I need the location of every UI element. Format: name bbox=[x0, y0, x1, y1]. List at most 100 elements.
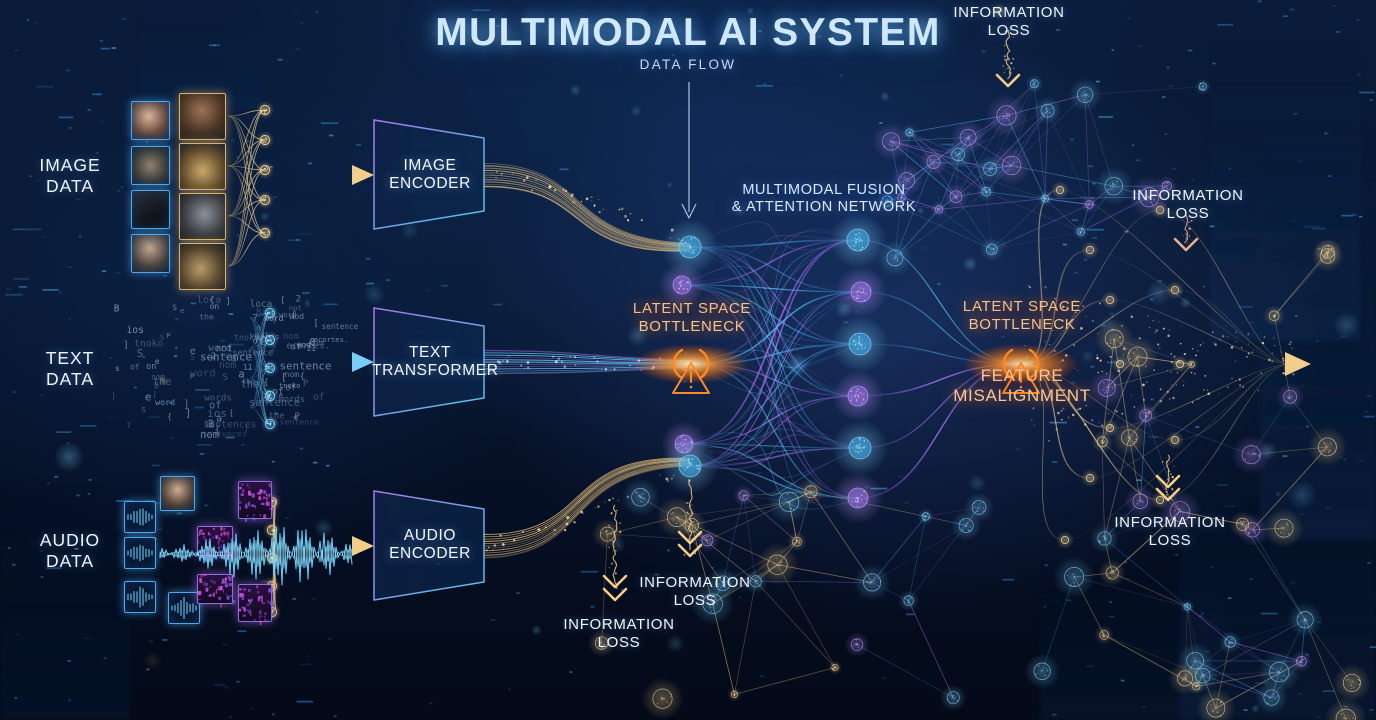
svg-text:loca: loca bbox=[197, 295, 221, 306]
svg-text:[: [ bbox=[313, 319, 318, 329]
svg-text:nom: nom bbox=[219, 360, 237, 371]
svg-text:[: [ bbox=[280, 295, 285, 304]
warning-triangle-icon-left bbox=[672, 362, 710, 394]
svg-text:0: 0 bbox=[154, 381, 159, 391]
svg-text:the: the bbox=[269, 411, 285, 421]
svg-text:0: 0 bbox=[310, 337, 316, 348]
image-thumb-encoded bbox=[179, 193, 226, 240]
svg-text:0: 0 bbox=[266, 390, 271, 400]
svg-text:{: { bbox=[209, 294, 214, 304]
svg-text:of: of bbox=[290, 342, 301, 353]
svg-text:B: B bbox=[208, 418, 215, 431]
svg-text:nom: nom bbox=[285, 370, 300, 379]
svg-text:[: [ bbox=[229, 407, 234, 417]
svg-text:e: e bbox=[293, 412, 298, 422]
svg-text:]: ] bbox=[185, 408, 191, 419]
svg-text:ios: ios bbox=[127, 325, 144, 336]
svg-text:wod: wod bbox=[297, 341, 311, 350]
svg-text:ecortes.: ecortes. bbox=[286, 341, 330, 351]
svg-text:{: { bbox=[259, 335, 265, 346]
svg-text:nom: nom bbox=[200, 429, 219, 441]
svg-text:on: on bbox=[146, 362, 156, 372]
svg-text:ecortes.: ecortes. bbox=[314, 335, 349, 344]
svg-text:11: 11 bbox=[306, 343, 316, 353]
svg-text:the: the bbox=[153, 376, 172, 388]
svg-text:of: of bbox=[253, 336, 263, 346]
svg-text:0: 0 bbox=[256, 323, 260, 332]
image-thumb bbox=[131, 190, 170, 229]
svg-text:ios: ios bbox=[207, 407, 227, 420]
svg-text:sentence: sentence bbox=[232, 348, 273, 358]
svg-text:tnoko: tnoko bbox=[279, 381, 300, 390]
svg-text:e: e bbox=[279, 391, 284, 400]
svg-text:B: B bbox=[256, 308, 261, 318]
svg-text:of: of bbox=[130, 362, 139, 371]
svg-text:tnoko: tnoko bbox=[134, 339, 163, 350]
output-arrow bbox=[1180, 352, 1311, 376]
audio-portrait-thumb bbox=[160, 476, 195, 511]
image-thumb-encoded bbox=[179, 143, 226, 190]
warning-triangle-icon-right bbox=[1002, 362, 1040, 394]
svg-text:of: of bbox=[272, 386, 284, 397]
svg-text:e: e bbox=[145, 391, 152, 404]
svg-text:s: s bbox=[115, 364, 120, 373]
svg-text:word: word bbox=[155, 397, 175, 407]
svg-text:0: 0 bbox=[272, 418, 277, 427]
svg-text:the: the bbox=[242, 377, 255, 385]
svg-text:loca: loca bbox=[250, 299, 272, 310]
svg-text:words: words bbox=[278, 395, 304, 405]
svg-text:{: { bbox=[291, 309, 296, 319]
svg-text:the: the bbox=[312, 338, 325, 347]
svg-text:word: word bbox=[208, 343, 231, 354]
svg-text:words: words bbox=[255, 331, 280, 341]
svg-text:{: { bbox=[300, 372, 305, 381]
svg-text:}: } bbox=[111, 391, 117, 402]
svg-text:{: { bbox=[264, 377, 269, 387]
svg-text:sentence: sentence bbox=[200, 350, 252, 363]
svg-text:S: S bbox=[141, 405, 145, 414]
image-thumb bbox=[131, 101, 170, 140]
svg-text:a: a bbox=[230, 351, 236, 364]
svg-text:P: P bbox=[294, 411, 300, 422]
svg-text:e: e bbox=[180, 306, 185, 315]
svg-text:not: not bbox=[216, 343, 233, 354]
data-flow-arrow bbox=[681, 82, 697, 219]
svg-text:tnoko: tnoko bbox=[234, 333, 259, 343]
svg-text:7: 7 bbox=[127, 421, 131, 430]
svg-text:2: 2 bbox=[211, 352, 216, 362]
svg-text:0: 0 bbox=[305, 299, 310, 308]
svg-text:word: word bbox=[264, 314, 283, 323]
svg-text:}: } bbox=[272, 314, 277, 324]
pinch-icon-right bbox=[1002, 348, 1040, 380]
svg-text:wod: wod bbox=[289, 311, 304, 321]
svg-text:on: on bbox=[224, 350, 233, 359]
svg-text:S: S bbox=[137, 347, 144, 360]
svg-text:]: ] bbox=[152, 390, 156, 399]
audio-waveform-icon bbox=[124, 537, 156, 569]
svg-text:{: { bbox=[214, 424, 220, 436]
pinch-icon-left bbox=[672, 348, 710, 380]
svg-text:sentences: sentences bbox=[203, 419, 256, 430]
svg-text:11: 11 bbox=[204, 419, 214, 428]
svg-text:2: 2 bbox=[295, 294, 300, 304]
image-thumb bbox=[131, 146, 170, 185]
svg-text:sentence: sentence bbox=[280, 417, 320, 427]
svg-text:nom: nom bbox=[151, 372, 165, 381]
svg-text:7: 7 bbox=[252, 313, 258, 324]
svg-text:{: { bbox=[167, 411, 172, 421]
svg-text:words: words bbox=[204, 392, 232, 403]
svg-text:[: [ bbox=[244, 424, 248, 433]
image-thumb-encoded bbox=[179, 243, 226, 290]
svg-text:s: s bbox=[159, 333, 164, 343]
svg-text:]: ] bbox=[183, 398, 189, 410]
svg-text:]: ] bbox=[123, 340, 129, 351]
svg-text:2: 2 bbox=[271, 343, 277, 354]
svg-text:not: not bbox=[289, 304, 302, 313]
svg-text:of: of bbox=[209, 400, 221, 412]
svg-text:word: word bbox=[279, 310, 296, 319]
svg-text:on: on bbox=[210, 302, 219, 311]
image-thumb bbox=[131, 234, 170, 273]
